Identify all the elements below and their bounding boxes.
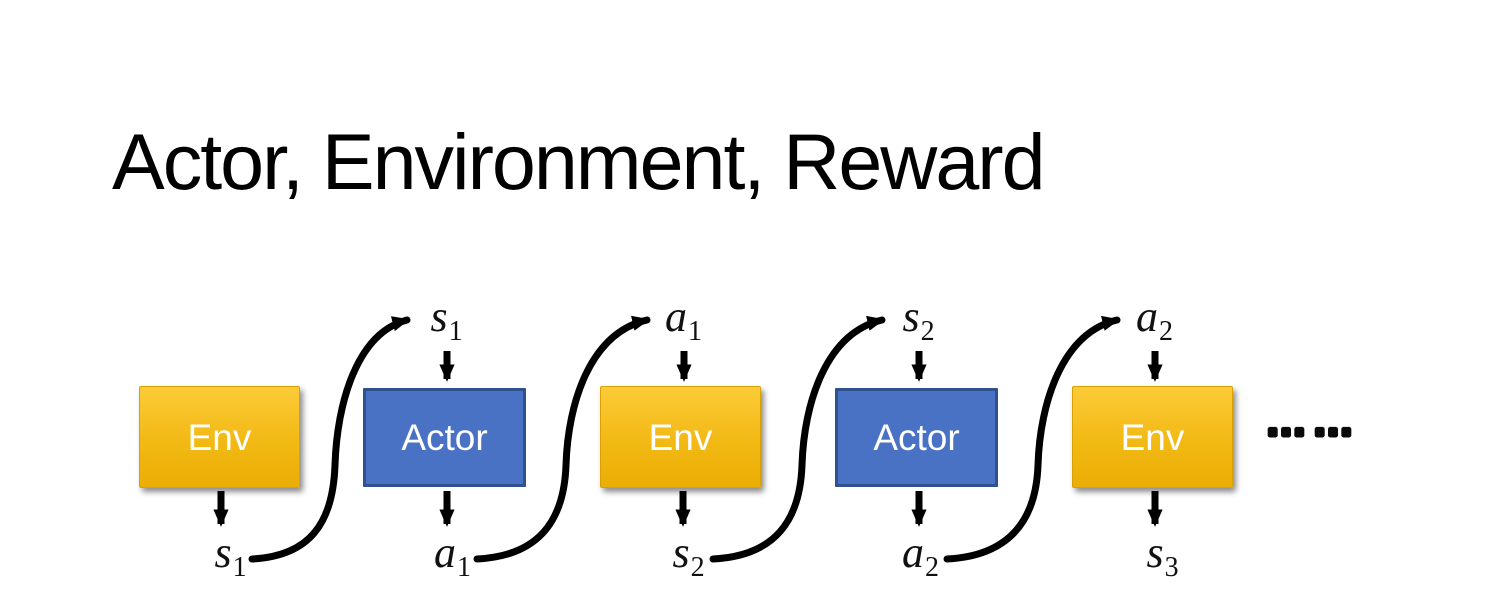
label-a1-top: a1 [665, 292, 702, 347]
env-box-1: Env [139, 386, 300, 488]
env-box-1-label: Env [187, 416, 252, 458]
env-box-3: Env [1072, 386, 1233, 488]
env-box-2-label: Env [648, 416, 713, 458]
label-s3-bottom: s3 [1146, 528, 1179, 583]
page-title: Actor, Environment, Reward [112, 117, 1046, 206]
label-s2-top: s2 [902, 292, 935, 347]
env-box-2: Env [600, 386, 761, 488]
env-box-3-label: Env [1120, 416, 1185, 458]
actor-box-2-label: Actor [873, 417, 960, 458]
label-a2-bottom: a2 [902, 528, 939, 583]
actor-box-2: Actor [835, 388, 998, 487]
label-s2-bottom: s2 [672, 528, 705, 583]
label-s1-top: s1 [430, 292, 463, 347]
label-a1-bottom: a1 [434, 528, 471, 583]
label-a2-top: a2 [1136, 292, 1173, 347]
label-s1-bottom: s1 [214, 528, 247, 583]
actor-box-1-label: Actor [401, 417, 488, 458]
actor-box-1: Actor [363, 388, 526, 487]
continuation-ellipsis: …… [1266, 400, 1360, 446]
